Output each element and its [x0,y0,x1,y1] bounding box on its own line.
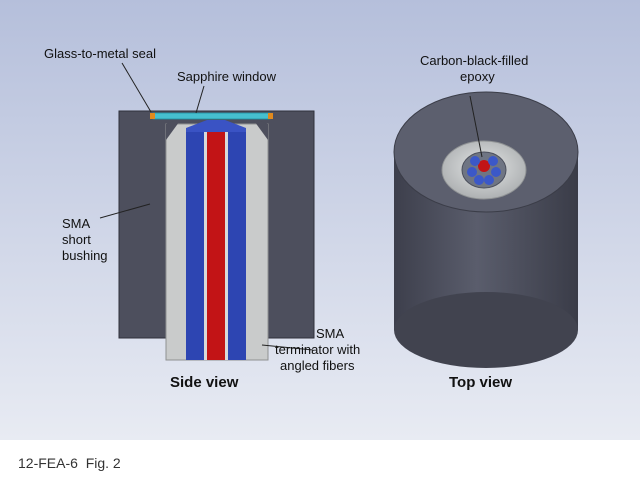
label-glass-seal: Glass-to-metal seal [44,46,156,61]
label-bushing-line1: SMA [62,216,91,231]
fiber-gap-right [225,124,228,360]
label-bushing-line2: short [62,232,91,247]
fiber-gap-left [204,124,207,360]
label-epoxy-line1: Carbon-black-filled [420,53,528,68]
label-top-view: Top view [449,374,512,391]
cylinder-bottom [394,292,578,368]
fiber-dot-4 [491,167,501,177]
figure-caption: 12-FEA-6 Fig. 2 [18,455,121,471]
seal-left [150,113,155,119]
fiber-tip-bevel [186,120,246,132]
fiber-dot-3 [467,167,477,177]
label-epoxy-line2: epoxy [460,69,495,84]
bushing-bevel-right [252,118,268,140]
fiber-blue-right [228,128,246,360]
label-terminator-line3: angled fibers [280,358,355,373]
label-terminator-line1: SMA [316,326,345,341]
side-view-cross-section [118,110,315,361]
fiber-red-center [207,120,225,360]
top-view-cylinder [393,91,579,368]
sapphire-window [152,112,271,120]
fiber-dot-5 [474,175,484,185]
fiber-blue-left [186,128,204,360]
label-sapphire-window: Sapphire window [177,69,277,84]
figure-diagram: Glass-to-metal seal Sapphire window SMA … [0,0,640,440]
seal-right [268,113,273,119]
fiber-dot-2 [488,156,498,166]
fiber-dot-1 [470,156,480,166]
label-side-view: Side view [170,374,239,391]
fiber-dot-6 [484,175,494,185]
label-bushing-line3: bushing [62,248,108,263]
leader-lines [99,62,483,351]
fiber-dot-center [478,160,490,172]
label-terminator-line2: terminator with [275,342,360,357]
bushing-bevel-left [166,118,182,140]
